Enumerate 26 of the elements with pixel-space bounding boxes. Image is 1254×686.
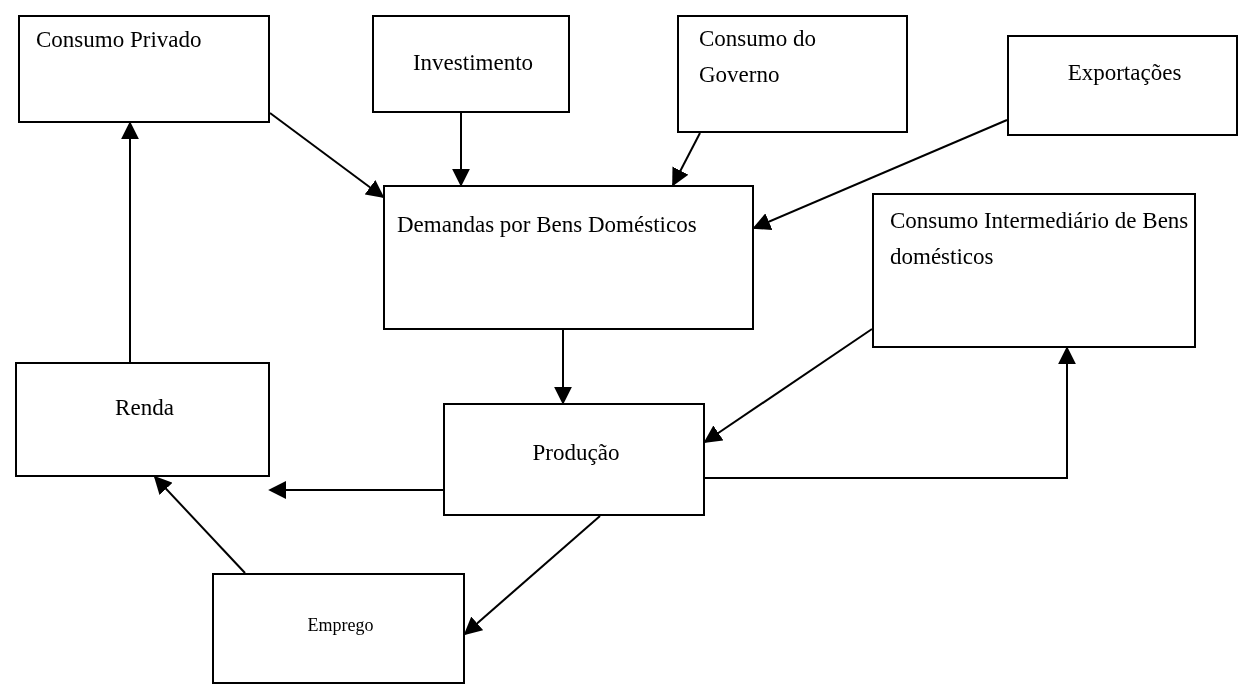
box-label: Emprego <box>306 614 375 637</box>
process-box <box>677 15 908 133</box>
box-label: Consumo Intermediário de Bens domésticos <box>890 207 1190 271</box>
process-box <box>383 185 754 330</box>
process-box <box>15 362 270 477</box>
box-label: Demandas por Bens Domésticos <box>397 211 698 239</box>
arrow <box>269 112 385 199</box>
arrow <box>452 112 470 187</box>
process-box <box>18 15 270 123</box>
arrow <box>268 481 444 499</box>
process-box <box>872 193 1196 348</box>
process-box <box>1007 35 1238 136</box>
box-label: Consumo do Governo <box>699 25 817 89</box>
box-label: Produção <box>531 439 621 467</box>
box-label: Renda <box>114 394 175 422</box>
box-label: Exportações <box>1066 59 1183 87</box>
box-label: Consumo Privado <box>36 26 203 54</box>
process-box <box>443 403 705 516</box>
box-label: Investimento <box>411 49 535 77</box>
arrow <box>704 346 1076 479</box>
arrow <box>672 132 701 187</box>
process-box <box>372 15 570 113</box>
process-box <box>212 573 465 684</box>
arrow <box>153 475 246 574</box>
arrow <box>121 121 139 363</box>
arrow <box>554 329 572 405</box>
